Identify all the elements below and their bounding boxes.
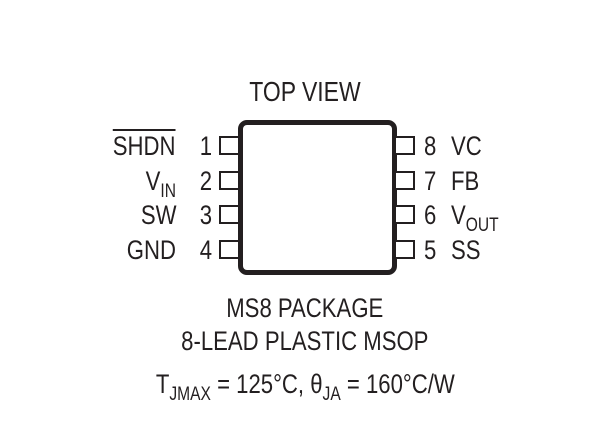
pin-6-number: 6 (424, 200, 437, 230)
shdn-label: SHDN (113, 131, 176, 161)
pin-5-label: SS (451, 235, 487, 265)
vout-subscript: OUT (465, 215, 499, 236)
title-text: TOP VIEW (249, 76, 361, 107)
pin-4-lead (219, 240, 238, 259)
vin-label: V (145, 166, 161, 196)
pin-7-label: FB (451, 166, 486, 196)
pin-3-number: 3 (199, 200, 212, 230)
ss-label: SS (451, 235, 481, 265)
pin-5-lead (396, 240, 415, 259)
thermal-specs: TJMAX = 125°C, θJA = 160°C/W (0, 368, 610, 404)
tj-value: = 125°C, (210, 369, 310, 399)
pin-7-number: 7 (424, 166, 437, 196)
pin-4-label: GND (116, 235, 176, 265)
theta-symbol: θ (309, 369, 323, 399)
pin-8-number: 8 (424, 131, 437, 161)
pin-8-label: VC (451, 131, 489, 161)
vout-label: V (451, 200, 466, 230)
fb-label: FB (451, 166, 480, 196)
sw-label: SW (140, 200, 176, 230)
pin-3-lead (219, 205, 238, 224)
theta-subscript: JA (322, 384, 341, 405)
pin-5-number: 5 (424, 235, 437, 265)
tj-subscript: JMAX (169, 384, 211, 405)
pin-8-lead (396, 136, 415, 155)
vc-label: VC (451, 131, 482, 161)
pin-6-lead (396, 205, 415, 224)
pin-2-label: VIN (139, 166, 176, 201)
package-description: 8-LEAD PLASTIC MSOP (181, 326, 429, 356)
diagram-title: TOP VIEW (0, 76, 610, 108)
pin-1-lead (219, 136, 238, 155)
pin-7-lead (396, 171, 415, 190)
ic-package-body (238, 120, 397, 275)
gnd-label: GND (126, 235, 176, 265)
pin-2-number: 2 (199, 166, 212, 196)
theta-value: = 160°C/W (340, 369, 455, 399)
package-name: MS8 PACKAGE (226, 293, 384, 323)
pin-1-number: 1 (199, 131, 212, 161)
pin-2-lead (219, 171, 238, 190)
pin-3-label: SW (133, 200, 176, 230)
tj-symbol: T (155, 369, 170, 399)
pin-1-label: SHDN (99, 131, 176, 161)
vin-subscript: IN (160, 181, 176, 202)
pin-4-number: 4 (199, 235, 212, 265)
pin-6-label: VOUT (451, 200, 509, 235)
